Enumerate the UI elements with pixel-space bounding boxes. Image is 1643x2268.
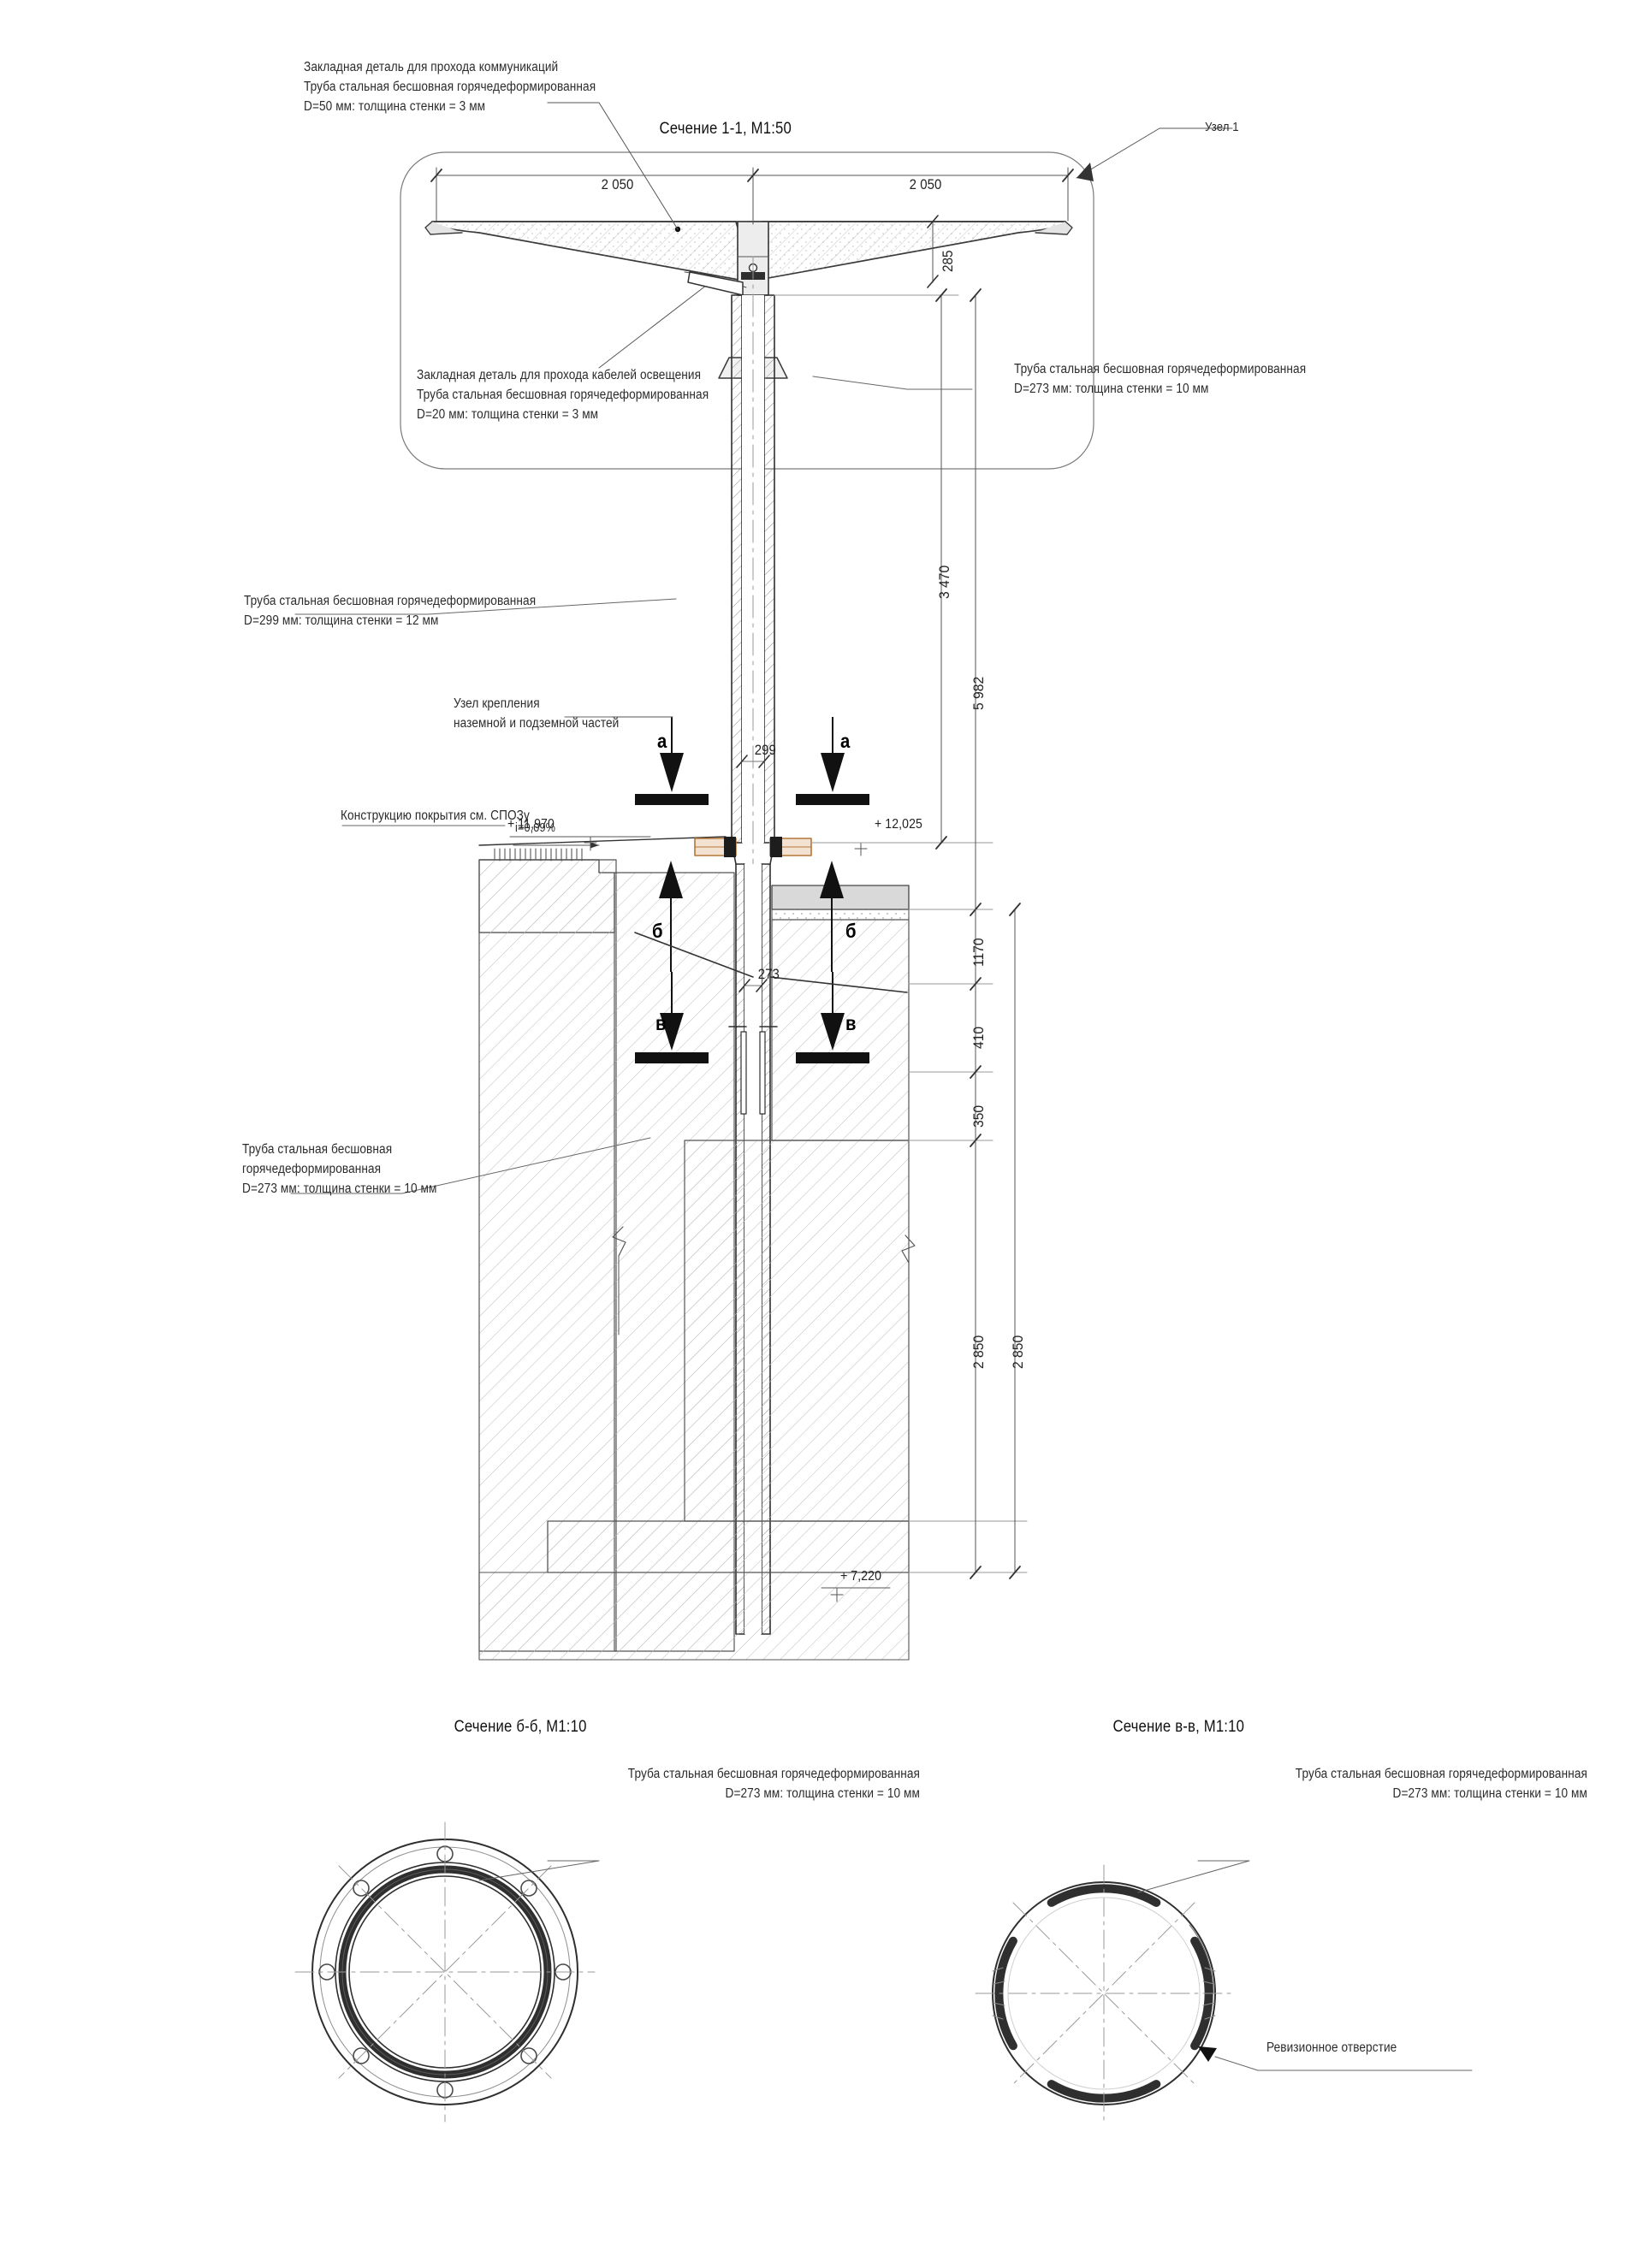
pipe-diameter-273: 273 xyxy=(757,966,780,982)
dim-top-left-2050: 2 050 xyxy=(601,176,634,192)
section-bb-title: Сечение б-б, М1:10 xyxy=(454,1718,587,1736)
note-section-vv-line1: Труба стальная бесшовная горячедеформиро… xyxy=(1295,1767,1587,1781)
node-1-callout-label: Узел 1 xyxy=(1205,120,1239,134)
section-mark-v-left: в xyxy=(655,1012,667,1034)
dim-3470: 3 470 xyxy=(936,565,952,599)
section-mark-a-right: а xyxy=(840,730,851,752)
note-embed-lighting-line3: D=20 мм: толщина стенки = 3 мм xyxy=(417,407,599,422)
note-embed-lighting-line1: Закладная деталь для прохода кабелей осв… xyxy=(417,368,702,382)
main-view-title: Сечение 1-1, М1:50 xyxy=(659,120,792,138)
slope-label: i=0,09% xyxy=(515,821,556,835)
elevation-roof-left: + 11,970 xyxy=(507,817,555,832)
dim-top-right-2050: 2 050 xyxy=(909,176,942,192)
note-embed-comms-line2: Труба стальная бесшовная горячедеформиро… xyxy=(304,80,596,94)
section-mark-b-left: б xyxy=(652,920,663,942)
note-embed-lighting-line2: Труба стальная бесшовная горячедеформиро… xyxy=(417,388,709,402)
note-section-vv-line2: D=273 мм: толщина стенки = 10 мм xyxy=(1392,1786,1587,1801)
note-pipe-299-line2: D=299 мм: толщина стенки = 12 мм xyxy=(244,613,439,628)
note-pipe-299-line1: Труба стальная бесшовная горячедеформиро… xyxy=(244,594,537,608)
note-attachment-node-line2: наземной и подземной частей xyxy=(454,716,620,731)
inspection-hole-label: Ревизионное отверстие xyxy=(1266,2040,1397,2055)
dim-1170: 1170 xyxy=(970,938,987,967)
section-vv-title: Сечение в-в, М1:10 xyxy=(1112,1718,1245,1736)
dim-350: 350 xyxy=(970,1104,987,1128)
note-pipe-273-top-line1: Труба стальная бесшовная горячедеформиро… xyxy=(1014,362,1307,376)
dim-2850-inner: 2 850 xyxy=(970,1335,987,1369)
dim-canopy-thickness: 285 xyxy=(940,250,956,272)
note-pipe-273-top-line2: D=273 мм: толщина стенки = 10 мм xyxy=(1014,382,1209,396)
note-attachment-node-line1: Узел крепления xyxy=(454,696,540,711)
section-mark-b-right: б xyxy=(845,920,857,942)
note-pipe-273-bottom-line1: Труба стальная бесшовная xyxy=(242,1142,393,1157)
note-embed-comms-line1: Закладная деталь для прохода коммуникаци… xyxy=(304,60,559,74)
dim-410: 410 xyxy=(970,1026,987,1049)
elevation-roof-right: + 12,025 xyxy=(875,817,922,832)
pipe-diameter-299: 299 xyxy=(754,742,776,758)
note-pipe-273-bottom-line3: D=273 мм: толщина стенки = 10 мм xyxy=(242,1181,437,1196)
note-section-bb-line2: D=273 мм: толщина стенки = 10 мм xyxy=(725,1786,920,1801)
dim-5982: 5 982 xyxy=(970,676,987,710)
note-pipe-273-bottom-line2: горячедеформированная xyxy=(242,1162,382,1176)
section-mark-a-left: а xyxy=(657,730,667,752)
section-mark-v-right: в xyxy=(845,1012,857,1034)
note-section-bb-line1: Труба стальная бесшовная горячедеформиро… xyxy=(627,1767,920,1781)
note-roof-structure: Конструкцию покрытия см. СПОЗу xyxy=(341,808,530,823)
dim-2850-outer: 2 850 xyxy=(1010,1335,1026,1369)
note-embed-comms-line3: D=50 мм: толщина стенки = 3 мм xyxy=(304,99,486,114)
elevation-base: + 7,220 xyxy=(840,1569,881,1584)
